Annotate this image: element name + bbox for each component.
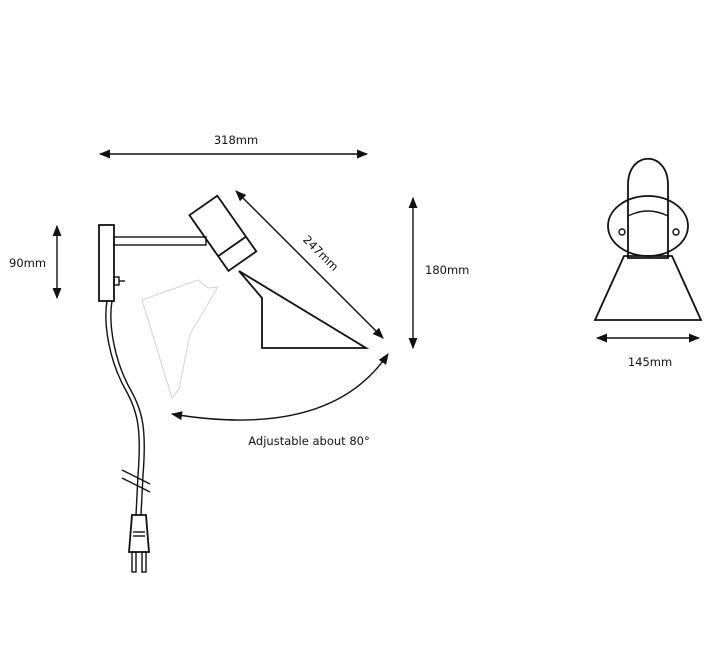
wall-plate [98, 224, 115, 302]
lamp-head [188, 194, 258, 273]
front-screw-right [672, 228, 680, 236]
base-height-dimension: 90mm [9, 224, 62, 300]
lamp-ghost-position [141, 279, 219, 400]
lamp-height-label: 180mm [425, 263, 469, 277]
width-dimension-label: 318mm [214, 133, 258, 147]
shade-width-label: 145mm [628, 355, 672, 369]
neck-joint-line [217, 235, 247, 257]
plug-pin-right [141, 551, 147, 573]
shade-width-dimension: 145mm [595, 333, 701, 369]
front-neck [627, 158, 669, 259]
lamp-arm [113, 236, 207, 246]
cable-break-mark-2 [121, 477, 151, 493]
lamp-height-dimension: 180mm [408, 196, 469, 350]
lamp-front-view [593, 158, 703, 321]
lamp-side-view [98, 194, 370, 573]
power-cable-right [110, 300, 146, 516]
front-neck-joint [627, 210, 669, 217]
width-dimension: 318mm [98, 133, 369, 159]
front-screw-left [618, 228, 626, 236]
adjustment-arc-arrow [170, 353, 389, 421]
plug-pin-left [131, 551, 137, 573]
power-cable-left [105, 300, 141, 516]
cable-break-mark-1 [121, 469, 151, 485]
arm-length-dimension: 247mm [235, 190, 384, 339]
arm-length-label: 247mm [300, 233, 341, 274]
adjustment-label: Adjustable about 80° [248, 434, 369, 448]
base-height-label: 90mm [9, 256, 46, 270]
lamp-neck [188, 194, 258, 273]
front-wall-plate [607, 195, 689, 257]
adjustment-arc: Adjustable about 80° [170, 353, 389, 448]
arm-length-arrow [235, 190, 384, 339]
lamp-shade [238, 270, 370, 349]
front-shade [593, 255, 703, 321]
power-plug [128, 514, 150, 553]
